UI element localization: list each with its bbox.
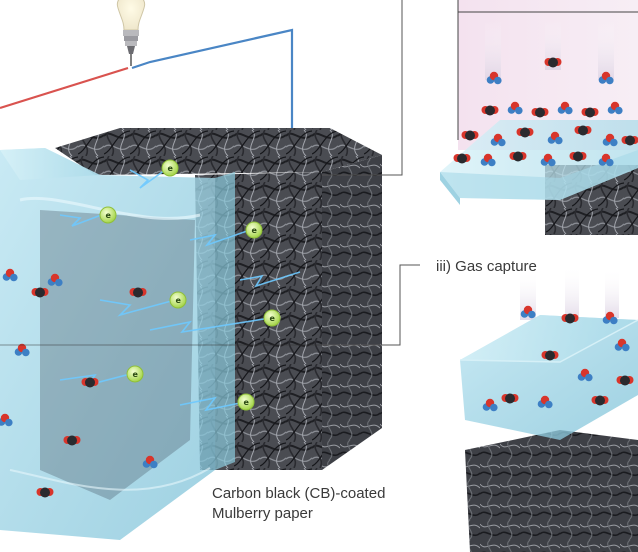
svg-text:e: e xyxy=(270,314,276,323)
svg-text:e: e xyxy=(176,296,182,305)
electron-icon: e xyxy=(161,159,179,177)
gas-capture-label: iii) Gas capture xyxy=(436,258,537,275)
electron-icon: e xyxy=(263,309,281,327)
light-bulb-icon xyxy=(117,0,145,66)
bottom-right-paper-block xyxy=(465,430,638,552)
electron-icon: e xyxy=(99,206,117,224)
svg-text:e: e xyxy=(244,398,250,407)
callout-lines xyxy=(0,0,420,346)
electron-icon: e xyxy=(126,365,144,383)
electron-icon: e xyxy=(169,291,187,309)
bottom-right-beams xyxy=(520,265,619,320)
electron-icon: e xyxy=(245,221,263,239)
top-right-gel-slab xyxy=(440,120,638,205)
svg-text:e: e xyxy=(252,226,258,235)
svg-text:e: e xyxy=(106,211,112,220)
hydrogel-block xyxy=(0,148,235,540)
svg-text:e: e xyxy=(133,370,139,379)
cb-paper-label-line1: Carbon black (CB)-coated xyxy=(212,485,386,502)
electron-icon: e xyxy=(237,393,255,411)
cb-paper-label-line2: Mulberry paper xyxy=(212,505,313,522)
svg-text:e: e xyxy=(168,164,174,173)
circuit-wires xyxy=(0,28,294,140)
bottom-right-gel-slab xyxy=(459,315,638,440)
electron-icon-group: e e e e e e e xyxy=(99,159,281,411)
cb-paper-label: Carbon black (CB)-coated Mulberry paper xyxy=(212,484,385,524)
